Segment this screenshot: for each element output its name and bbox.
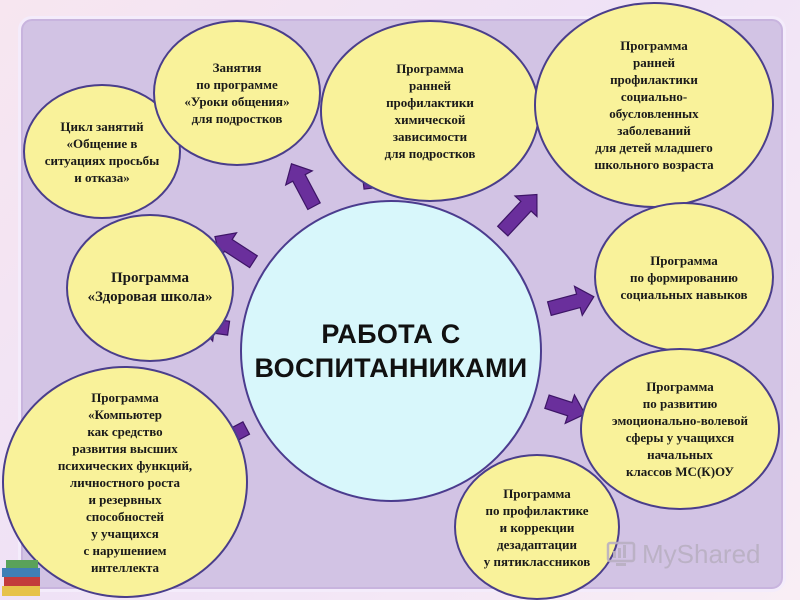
watermark-logo-icon bbox=[606, 539, 636, 569]
program-healthy-school-bubble: Программа «Здоровая школа» bbox=[66, 214, 234, 362]
watermark: MyShared bbox=[606, 536, 761, 572]
program-social-skills-text: Программа по формированию социальных нав… bbox=[620, 252, 748, 302]
program-social-diseases-bubble: Программа ранней профилактики социально-… bbox=[534, 2, 774, 208]
program-healthy-school-text: Программа «Здоровая школа» bbox=[87, 270, 213, 305]
program-emotional-bubble: Программа по развитию эмоционально-волев… bbox=[580, 348, 780, 510]
program-chemical-text: Программа ранней профилактики химической… bbox=[384, 61, 476, 161]
program-computer-text: Программа «Компьютер как средство развит… bbox=[57, 389, 193, 575]
program-maladaptation-text: Программа по профилактике и коррекции де… bbox=[483, 485, 591, 569]
books-decoration-icon bbox=[2, 560, 40, 596]
program-lessons-text: Занятия по программе «Уроки общения» для… bbox=[184, 60, 290, 126]
center-title: РАБОТА С ВОСПИТАННИКАМИ bbox=[254, 319, 528, 383]
center-circle: РАБОТА С ВОСПИТАННИКАМИ bbox=[240, 200, 542, 502]
watermark-text: MyShared bbox=[642, 538, 761, 569]
program-cycle-bubble: Цикл занятий «Общение в ситуациях просьб… bbox=[23, 84, 181, 219]
program-social-skills-bubble: Программа по формированию социальных нав… bbox=[594, 202, 774, 352]
program-maladaptation-bubble: Программа по профилактике и коррекции де… bbox=[454, 454, 620, 600]
program-social-diseases-text: Программа ранней профилактики социально-… bbox=[594, 38, 714, 172]
program-cycle-text: Цикл занятий «Общение в ситуациях просьб… bbox=[44, 118, 160, 185]
program-emotional-text: Программа по развитию эмоционально-волев… bbox=[611, 379, 748, 479]
program-computer-bubble: Программа «Компьютер как средство развит… bbox=[2, 366, 248, 598]
program-chemical-bubble: Программа ранней профилактики химической… bbox=[320, 20, 540, 202]
program-lessons-bubble: Занятия по программе «Уроки общения» для… bbox=[153, 20, 321, 166]
